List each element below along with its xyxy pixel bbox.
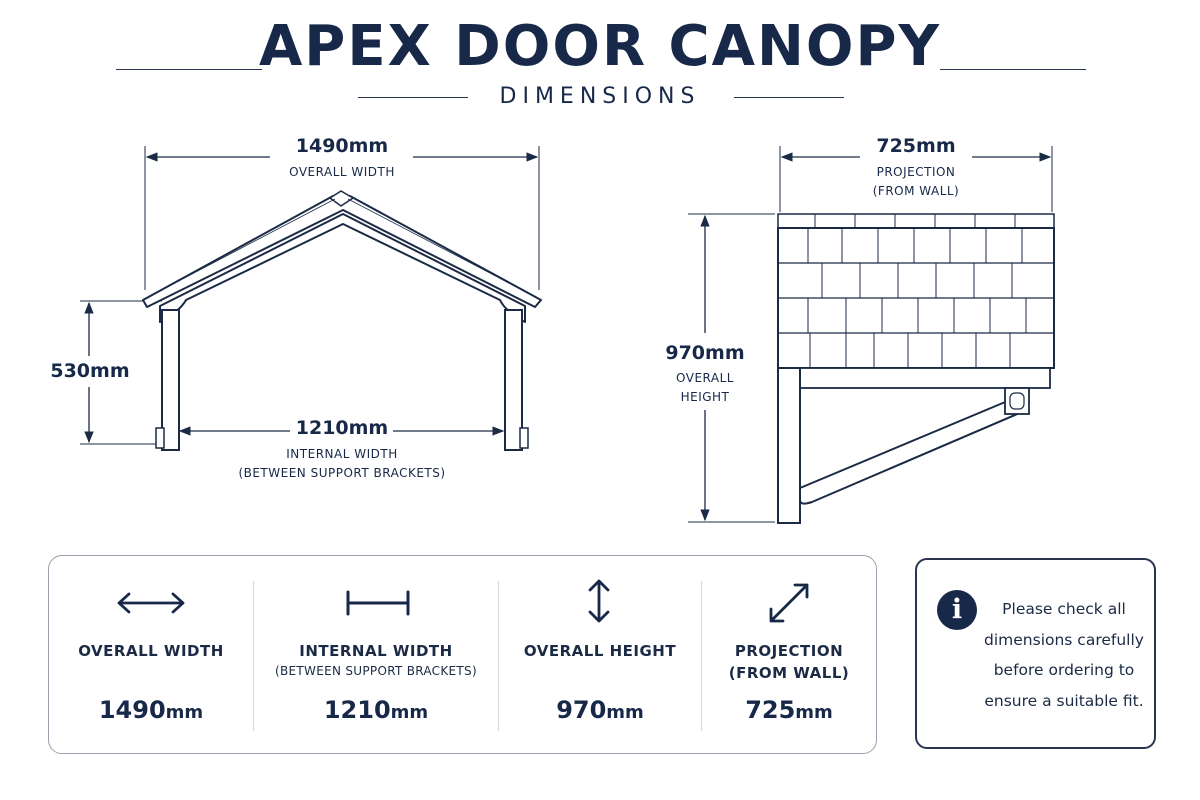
- spec-value: 970mm: [556, 696, 644, 724]
- overall-width-value: 1490mm: [296, 135, 388, 157]
- internal-width-value: 1210mm: [296, 417, 388, 439]
- title-rule-left: [116, 69, 262, 70]
- page-subtitle: DIMENSIONS: [499, 84, 701, 109]
- spec-value: 725mm: [745, 696, 833, 724]
- overall-width-label: OVERALL WIDTH: [289, 165, 395, 179]
- spec-label: INTERNAL WIDTH: [299, 642, 453, 660]
- dimension-drawings: 1490mm OVERALL WIDTH 530mm 1210mm INTERN…: [50, 135, 1055, 524]
- spec-overall-width: OVERALL WIDTH 1490mm: [49, 556, 253, 755]
- spec-divider: [701, 581, 702, 731]
- double-arrow-horizontal-icon: [117, 592, 185, 614]
- spec-internal-width: INTERNAL WIDTH (BETWEEN SUPPORT BRACKETS…: [254, 556, 498, 755]
- spec-sublabel: (FROM WALL): [728, 664, 850, 682]
- width-bracket-icon: [346, 590, 410, 616]
- spec-divider: [498, 581, 499, 731]
- subtitle-rule-left: [358, 97, 468, 98]
- subtitle-rule-right: [734, 97, 844, 98]
- spec-projection: PROJECTION (FROM WALL) 725mm: [702, 556, 876, 755]
- side-height-sublabel: HEIGHT: [681, 390, 730, 404]
- internal-width-sublabel: (BETWEEN SUPPORT BRACKETS): [238, 466, 445, 480]
- double-arrow-vertical-icon: [588, 579, 610, 623]
- front-height-value: 530mm: [50, 360, 129, 382]
- spec-label: OVERALL HEIGHT: [523, 642, 677, 660]
- spec-label: OVERALL WIDTH: [78, 642, 224, 660]
- side-height-label: OVERALL: [676, 371, 734, 385]
- spec-value: 1490mm: [98, 696, 204, 724]
- internal-width-label: INTERNAL WIDTH: [286, 447, 397, 461]
- page-title: APEX DOOR CANOPY: [258, 14, 942, 79]
- front-view: 1490mm OVERALL WIDTH 530mm 1210mm INTERN…: [50, 135, 542, 480]
- info-note-box: i Please check all dimensions carefully …: [915, 558, 1156, 749]
- double-arrow-diagonal-icon: [769, 583, 809, 623]
- spec-label: PROJECTION: [734, 642, 844, 660]
- title-rule-right: [940, 69, 1086, 70]
- spec-value: 1210mm: [323, 696, 429, 724]
- spec-sublabel: (BETWEEN SUPPORT BRACKETS): [275, 664, 477, 678]
- projection-value: 725mm: [876, 135, 955, 157]
- side-height-value: 970mm: [665, 342, 744, 364]
- info-icon: i: [937, 590, 977, 630]
- projection-sublabel: (FROM WALL): [873, 184, 960, 198]
- spec-divider: [253, 581, 254, 731]
- spec-overall-height: OVERALL HEIGHT 970mm: [499, 556, 701, 755]
- projection-label: PROJECTION: [877, 165, 956, 179]
- info-note-text: Please check all dimensions carefully be…: [984, 600, 1144, 710]
- side-view: 725mm PROJECTION (FROM WALL) 970mm OVERA…: [665, 135, 1055, 524]
- spec-summary-box: OVERALL WIDTH 1490mm INTERNAL WIDTH (BET…: [48, 555, 877, 754]
